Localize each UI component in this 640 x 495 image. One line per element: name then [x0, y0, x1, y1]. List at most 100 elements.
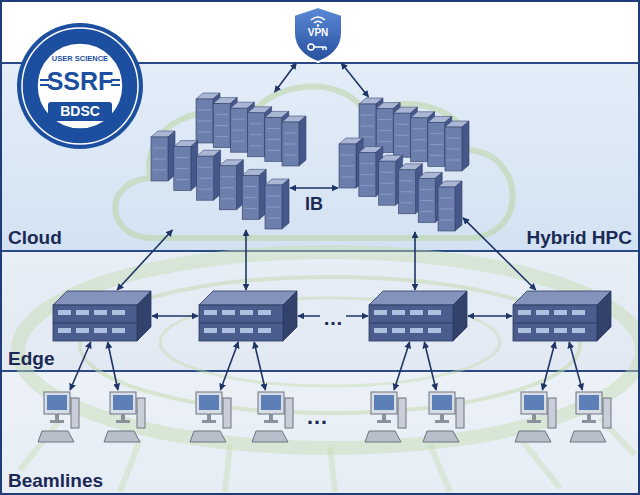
beamline-computer — [363, 390, 407, 446]
server-graphic — [52, 290, 152, 342]
pc-graphic — [36, 390, 80, 446]
cabinet-detail — [198, 121, 211, 122]
cabinet-detail — [198, 110, 211, 111]
edge-label: IB — [302, 195, 326, 215]
cabinet-side — [462, 121, 469, 171]
cabinet-detail — [395, 146, 408, 147]
cabinet-detail — [199, 189, 212, 190]
cabinet-side — [282, 179, 289, 229]
cabinet-front — [265, 117, 282, 161]
cabinet-detail — [400, 191, 413, 192]
cabinet-detail — [430, 144, 443, 145]
cabinet-detail — [341, 177, 354, 178]
pc-graphic — [250, 390, 294, 446]
cabinet-front — [418, 178, 435, 222]
drive-bay — [240, 328, 253, 333]
cabinet-detail — [420, 211, 433, 212]
monitor-frame — [576, 392, 602, 414]
cabinet-front — [411, 118, 428, 162]
vpn-label: VPN — [290, 27, 346, 39]
server-graphic — [368, 290, 468, 342]
server-divider — [513, 323, 597, 324]
cabinet-detail — [361, 115, 374, 116]
drive-bay — [518, 328, 531, 333]
server-divider — [53, 323, 137, 324]
monitor-screen — [524, 395, 544, 410]
cabinet-front — [196, 99, 213, 143]
monitor-stand — [587, 414, 591, 420]
drive-bay — [572, 328, 585, 333]
drive-bay — [392, 310, 405, 315]
monitor-stand — [55, 414, 59, 420]
monitor-frame — [44, 392, 70, 414]
drive-bay — [240, 310, 253, 315]
drive-bay — [536, 328, 549, 333]
keyboard — [515, 431, 551, 442]
keyboard — [252, 431, 288, 442]
monitor-frame — [196, 392, 222, 414]
server-top — [513, 291, 611, 305]
cabinet-detail — [413, 150, 426, 151]
cabinet-detail — [447, 138, 460, 139]
cabinet-detail — [395, 124, 408, 125]
cabinet-front — [265, 185, 282, 229]
beamline-computer — [513, 390, 557, 446]
drive-bay — [258, 310, 271, 315]
key-shaft — [314, 47, 326, 50]
cabinet-detail — [267, 218, 280, 219]
cabinet-detail — [176, 179, 189, 180]
cabinet-detail — [198, 132, 211, 133]
cabinet-detail — [215, 114, 228, 115]
cabinet-detail — [440, 220, 453, 221]
server-top — [199, 291, 297, 305]
keyboard — [570, 431, 606, 442]
drive-bay — [410, 310, 423, 315]
keyboard — [104, 431, 140, 442]
pc-tower — [548, 398, 556, 428]
cabinet-detail — [244, 208, 257, 209]
cabinet-front — [213, 104, 230, 148]
server-graphic — [198, 290, 298, 342]
cabinet-detail — [413, 139, 426, 140]
pc-tower — [456, 398, 464, 428]
drive-bay — [222, 328, 235, 333]
beamline-computer — [250, 390, 294, 446]
cabinet-detail — [378, 130, 391, 131]
cabinet-detail — [381, 194, 394, 195]
beamline-computer — [102, 390, 146, 446]
cabinet-detail — [199, 167, 212, 168]
monitor-base — [435, 420, 449, 423]
cabinet-detail — [447, 160, 460, 161]
server-rack — [338, 137, 463, 232]
cabinet-front — [174, 147, 191, 191]
cabinet-detail — [413, 128, 426, 129]
cabinet-front — [242, 175, 259, 219]
cabinet-detail — [153, 170, 166, 171]
drive-bay — [572, 310, 585, 315]
wifi-dot — [317, 24, 320, 27]
monitor-frame — [429, 392, 455, 414]
rack-graphic — [150, 130, 290, 230]
cabinet-detail — [430, 133, 443, 134]
cabinet-detail — [244, 186, 257, 187]
monitor-screen — [374, 395, 394, 410]
cabinet-front — [219, 166, 236, 210]
server-divider — [369, 323, 453, 324]
logo-subtitle: USER SCIENCE — [16, 55, 144, 64]
pc-graphic — [513, 390, 557, 446]
keyboard — [365, 431, 401, 442]
monitor-stand — [121, 414, 125, 420]
cabinet-detail — [176, 168, 189, 169]
monitor-screen — [47, 395, 67, 410]
pc-graphic — [568, 390, 612, 446]
cabinet-side — [299, 116, 306, 166]
server-divider — [199, 323, 283, 324]
edge-server — [368, 290, 468, 342]
cabinet-detail — [440, 198, 453, 199]
cabinet-detail — [447, 149, 460, 150]
cabinet-detail — [400, 180, 413, 181]
cabinet-detail — [381, 183, 394, 184]
server-front — [199, 305, 283, 341]
logo-acronym: BDSC — [16, 103, 144, 119]
cabinet-detail — [284, 155, 297, 156]
